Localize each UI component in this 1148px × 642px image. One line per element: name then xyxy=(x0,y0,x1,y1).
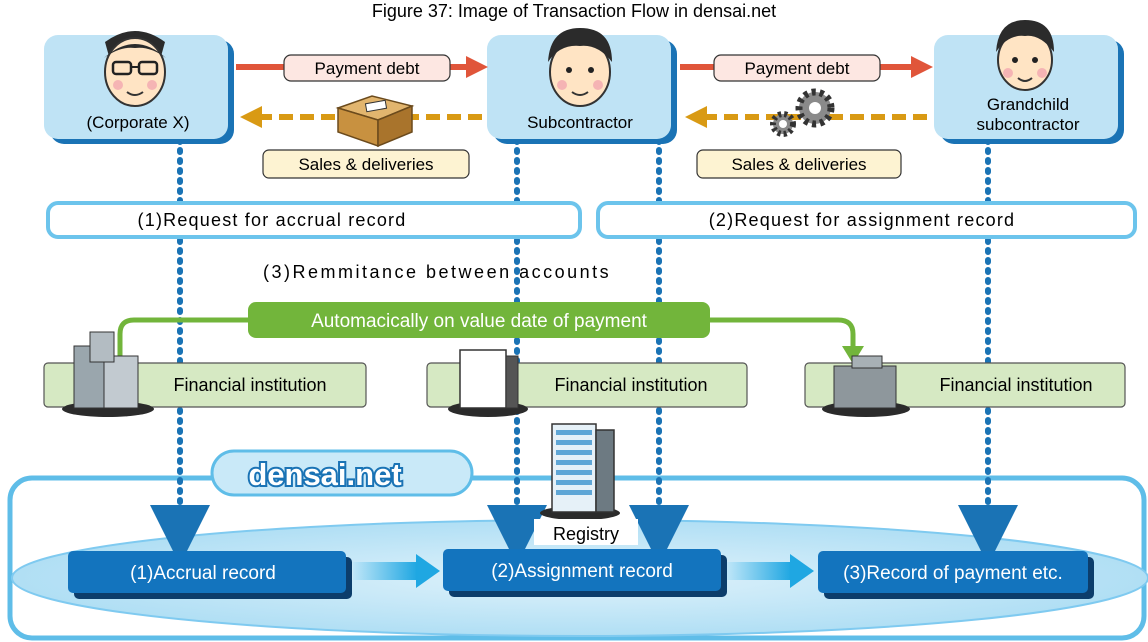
registry-building-icon xyxy=(540,423,620,520)
request-accrual-label: (1)Request for accrual record xyxy=(138,210,407,230)
institution-left-label: Financial institution xyxy=(173,375,326,395)
delivery-arrow-2 xyxy=(685,88,930,137)
party-corporate-x: (Corporate X) xyxy=(44,31,234,144)
party-subcontractor: Subcontractor xyxy=(487,28,677,144)
sales-deliveries-label-2: Sales & deliveries xyxy=(731,155,866,174)
financial-institution-left: Financial institution xyxy=(43,331,367,417)
financial-institution-middle: Financial institution xyxy=(426,349,748,417)
institution-right-label: Financial institution xyxy=(939,375,1092,395)
person-icon xyxy=(996,20,1054,91)
payment-debt-label-1: Payment debt xyxy=(315,59,420,78)
person-glasses-icon xyxy=(104,31,166,107)
financial-institution-right: Financial institution xyxy=(804,355,1126,417)
record-arrow-2 xyxy=(727,554,814,588)
request-accrual-box: (1)Request for accrual record xyxy=(46,201,582,239)
payment-debt-label-2: Payment debt xyxy=(745,59,850,78)
record-payment-label: (3)Record of payment etc. xyxy=(843,563,1063,584)
institution-middle-label: Financial institution xyxy=(554,375,707,395)
package-icon xyxy=(335,95,415,148)
party-right-label-line1: Grandchild xyxy=(987,95,1069,114)
registry-label: Registry xyxy=(553,524,619,544)
building-icon xyxy=(448,349,528,417)
record-assignment: (2)Assignment record xyxy=(443,549,727,597)
delivery-arrow-1 xyxy=(240,95,485,148)
party-right-label-line2: subcontractor xyxy=(977,115,1080,134)
person-icon xyxy=(548,28,612,107)
building-icon xyxy=(62,331,154,417)
record-accrual: (1)Accrual record xyxy=(68,551,352,599)
request-assignment-label: (2)Request for assignment record xyxy=(709,210,1016,230)
record-accrual-label: (1)Accrual record xyxy=(130,563,276,584)
densai-logo: densai.net xyxy=(248,457,401,492)
party-grandchild-subcontractor: Grandchild subcontractor xyxy=(934,20,1124,144)
record-assignment-label: (2)Assignment record xyxy=(491,561,673,582)
building-icon xyxy=(822,355,910,417)
record-arrow-1 xyxy=(353,554,440,588)
remittance-heading: (3)Remmitance between accounts xyxy=(263,262,611,282)
party-left-label: (Corporate X) xyxy=(87,113,190,132)
gears-icon xyxy=(770,88,835,137)
sales-deliveries-label-1: Sales & deliveries xyxy=(298,155,433,174)
party-middle-label: Subcontractor xyxy=(527,113,633,132)
payment-debt-arrow-1: Payment debt xyxy=(236,54,488,82)
auto-remittance-label: Automacically on value date of payment xyxy=(311,311,648,332)
request-assignment-box: (2)Request for assignment record xyxy=(596,201,1137,239)
auto-remittance-arrow: Automacically on value date of payment xyxy=(117,302,864,364)
record-payment: (3)Record of payment etc. xyxy=(818,551,1094,599)
payment-debt-arrow-2: Payment debt xyxy=(680,54,933,82)
figure-title: Figure 37: Image of Transaction Flow in … xyxy=(372,1,776,21)
